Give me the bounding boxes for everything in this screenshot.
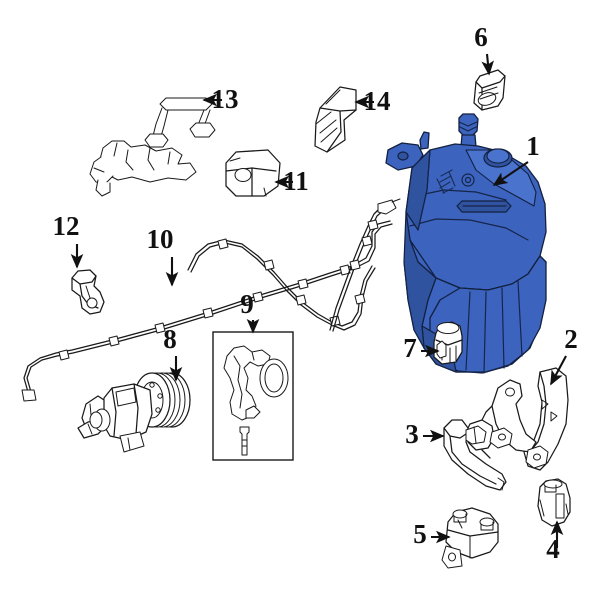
callout-number-3: 3 — [405, 419, 419, 449]
callout-leader-2 — [550, 355, 567, 386]
callout-number-12: 12 — [53, 211, 80, 241]
callout-2[interactable]: 2 — [550, 324, 578, 386]
callout-leader-1 — [492, 161, 529, 186]
callout-number-7: 7 — [403, 333, 417, 363]
callout-number-5: 5 — [413, 519, 427, 549]
callout-number-9: 9 — [240, 289, 254, 319]
callout-3[interactable]: 3 — [405, 419, 445, 449]
callout-number-8: 8 — [163, 324, 177, 354]
callout-number-11: 11 — [283, 166, 309, 196]
callout-7[interactable]: 7 — [403, 333, 440, 363]
callout-number-4: 4 — [546, 534, 560, 564]
part-7-level-sensor[interactable] — [433, 321, 463, 365]
part-2-mounting-bracket[interactable] — [465, 367, 569, 471]
part-6-filler-cap[interactable] — [473, 69, 506, 111]
part-11-heater-cover[interactable] — [225, 149, 281, 197]
callout-13[interactable]: 13 — [202, 84, 239, 114]
part-9-kit-box[interactable] — [212, 331, 294, 461]
callout-5[interactable]: 5 — [413, 519, 451, 549]
callout-leader-6 — [481, 53, 494, 76]
callout-number-6: 6 — [474, 22, 488, 52]
callout-11[interactable]: 11 — [274, 166, 309, 196]
callout-9[interactable]: 9 — [240, 289, 260, 334]
callout-14[interactable]: 14 — [354, 86, 391, 116]
part-13-wiring-harness[interactable] — [89, 97, 216, 197]
part-8-vacuum-pump[interactable] — [77, 372, 191, 453]
part-3-support-strap[interactable] — [443, 419, 507, 491]
callout-4[interactable]: 4 — [546, 520, 564, 564]
callout-number-14: 14 — [364, 86, 391, 116]
part-12-hose-clip-bracket[interactable] — [71, 269, 105, 315]
callout-number-2: 2 — [564, 324, 578, 354]
callout-12[interactable]: 12 — [53, 211, 84, 269]
part-10-fluid-line-hose[interactable] — [21, 198, 401, 402]
callout-10[interactable]: 10 — [147, 224, 179, 287]
callout-8[interactable]: 8 — [163, 324, 183, 382]
part-14-insulation-shield[interactable] — [314, 86, 357, 153]
callout-6[interactable]: 6 — [474, 22, 494, 76]
callout-1[interactable]: 1 — [492, 131, 540, 186]
callout-number-13: 13 — [212, 84, 239, 114]
callout-number-10: 10 — [147, 224, 174, 254]
part-5-pump-module[interactable] — [441, 507, 499, 569]
callout-number-1: 1 — [526, 131, 540, 161]
part-4-fluid-bottle[interactable] — [537, 478, 571, 527]
